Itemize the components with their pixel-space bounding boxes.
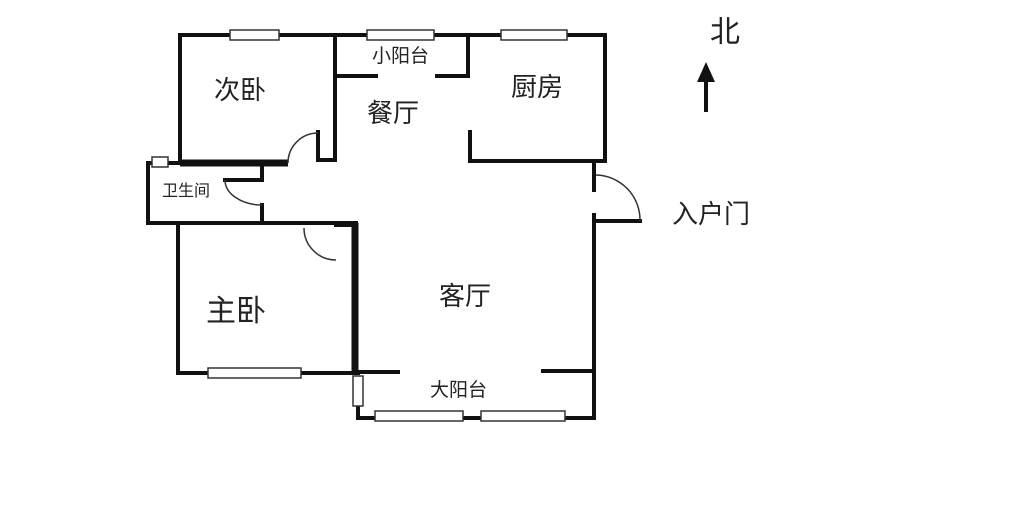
kitchen-label: 厨房	[511, 73, 564, 103]
bathroom-label: 卫生间	[162, 181, 211, 200]
north-arrow-icon	[697, 62, 715, 112]
compass-label: 北	[710, 15, 740, 50]
master-bedroom-walls	[176, 221, 360, 375]
master-bedroom-label: 主卧	[206, 294, 266, 329]
second-bedroom-door	[287, 132, 319, 164]
second-bedroom-walls	[178, 33, 337, 167]
bathroom-walls	[146, 156, 358, 225]
dining-room-label: 餐厅	[367, 99, 420, 129]
windows	[207, 29, 568, 422]
second-bedroom-label: 次卧	[214, 76, 267, 106]
kitchen-walls	[468, 33, 607, 163]
entrance-door-label: 入户门	[672, 200, 751, 230]
entrance-walls	[592, 159, 642, 420]
small-balcony-label: 小阳台	[372, 45, 430, 67]
living-room-label: 客厅	[439, 282, 492, 312]
large-balcony-label: 大阳台	[430, 379, 488, 401]
